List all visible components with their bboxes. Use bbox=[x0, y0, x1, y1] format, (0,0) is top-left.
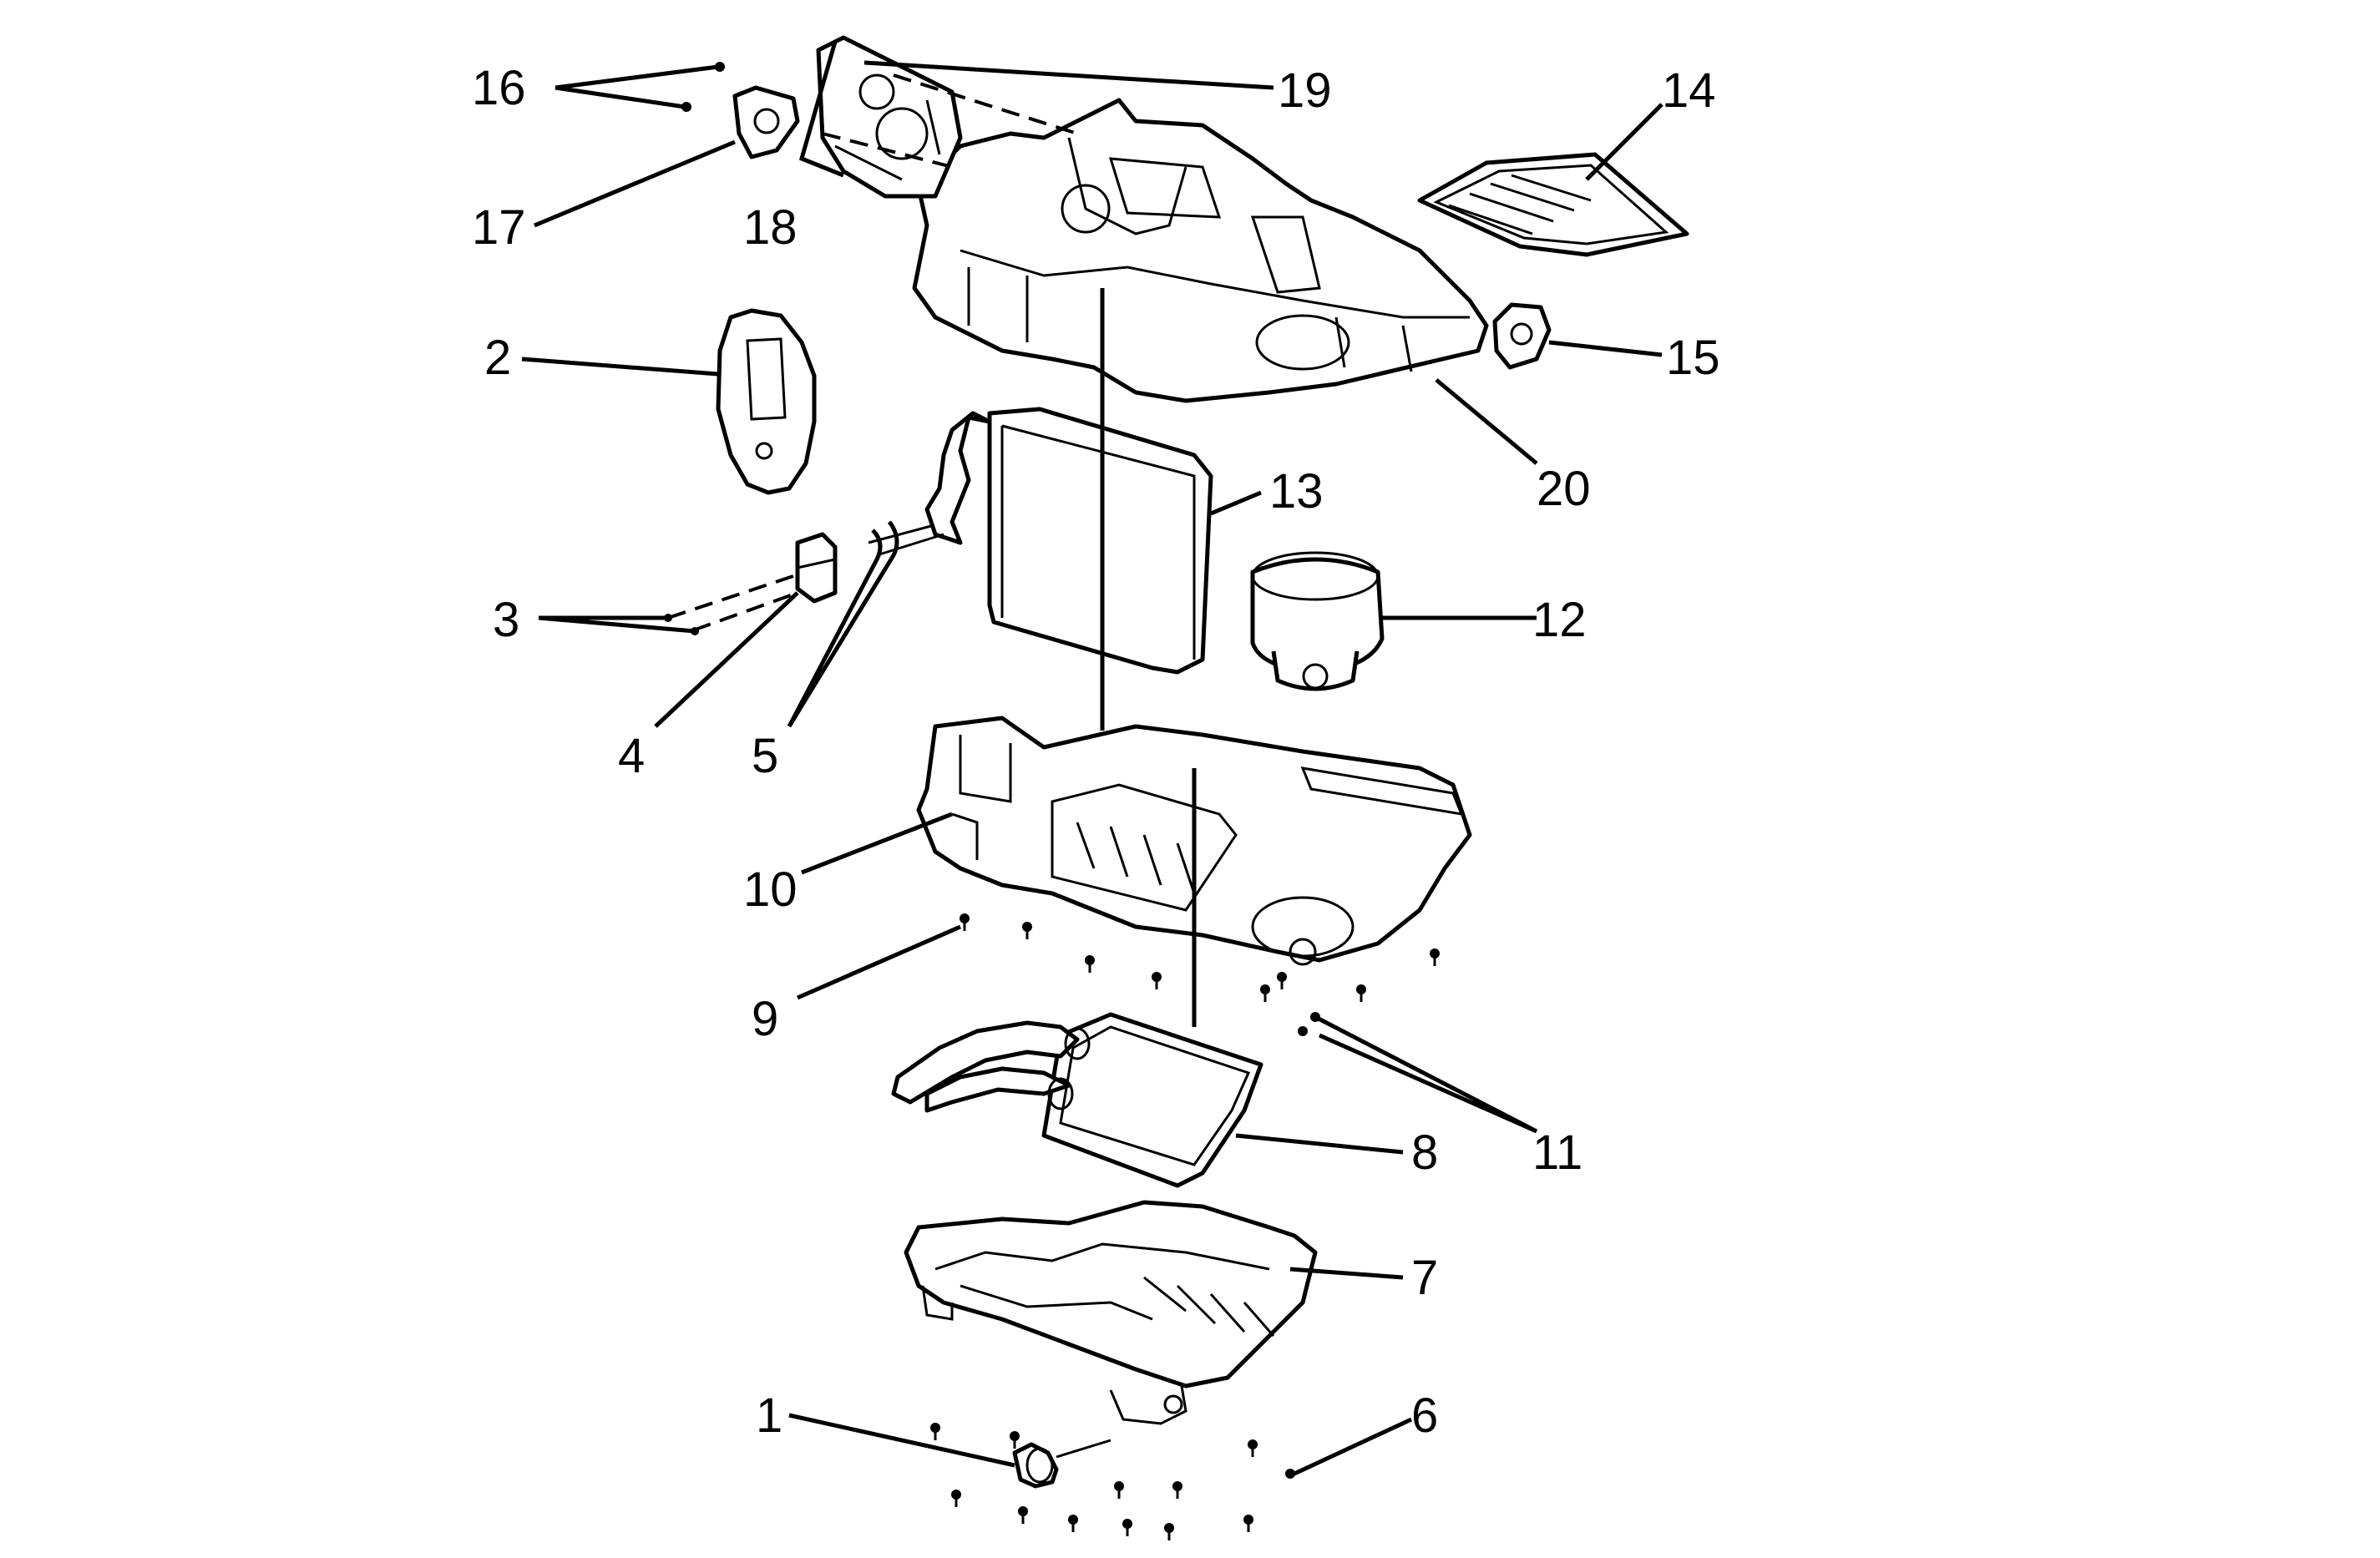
heater-core bbox=[891, 1012, 1263, 1188]
callout-2: 2 bbox=[484, 331, 511, 385]
drain-elbow-1 bbox=[1012, 1439, 1112, 1489]
callout-19: 19 bbox=[1278, 63, 1332, 118]
expansion-valve-4 bbox=[795, 532, 838, 604]
assembly-guide-3 bbox=[667, 574, 798, 632]
actuator-19-outline bbox=[798, 41, 844, 178]
screws bbox=[930, 913, 1440, 1540]
callout-15: 15 bbox=[1666, 331, 1720, 385]
seal-5a bbox=[871, 529, 883, 561]
callout-13: 13 bbox=[1269, 464, 1324, 518]
callout-14: 14 bbox=[1662, 63, 1716, 118]
gasket-2 bbox=[716, 308, 817, 495]
assembly-guide-19 bbox=[893, 73, 1078, 135]
callout-12: 12 bbox=[1532, 593, 1587, 647]
callout-8: 8 bbox=[1411, 1126, 1438, 1180]
callout-1: 1 bbox=[756, 1389, 782, 1443]
callout-9: 9 bbox=[752, 992, 778, 1046]
callout-16: 16 bbox=[472, 61, 526, 115]
screw-16a bbox=[715, 62, 725, 72]
callout-11: 11 bbox=[1532, 1126, 1582, 1180]
lower-tray-7 bbox=[904, 1200, 1318, 1425]
evaporator-core bbox=[868, 407, 1213, 675]
callout-7: 7 bbox=[1411, 1251, 1438, 1305]
assembly-guide-18 bbox=[822, 132, 953, 169]
actuator-15 bbox=[1492, 302, 1552, 370]
callout-3: 3 bbox=[493, 593, 519, 647]
callout-18: 18 bbox=[743, 200, 798, 255]
leader-lines bbox=[521, 60, 1663, 1476]
screw-16b bbox=[681, 102, 691, 112]
callout-20: 20 bbox=[1537, 462, 1591, 516]
callout-labels: 1 2 3 4 5 6 7 8 9 10 11 12 13 14 15 16 1… bbox=[472, 61, 1720, 1443]
blower-motor bbox=[1250, 551, 1385, 691]
callout-4: 4 bbox=[618, 729, 645, 783]
seal-5b bbox=[887, 520, 899, 557]
callout-17: 17 bbox=[472, 200, 526, 255]
cabin-air-filter bbox=[1417, 152, 1689, 257]
callout-5: 5 bbox=[752, 729, 778, 783]
callout-6: 6 bbox=[1411, 1389, 1438, 1443]
callout-10: 10 bbox=[743, 862, 798, 917]
upper-hvac-case bbox=[912, 98, 1489, 403]
actuator-assembly-17 bbox=[732, 85, 800, 159]
